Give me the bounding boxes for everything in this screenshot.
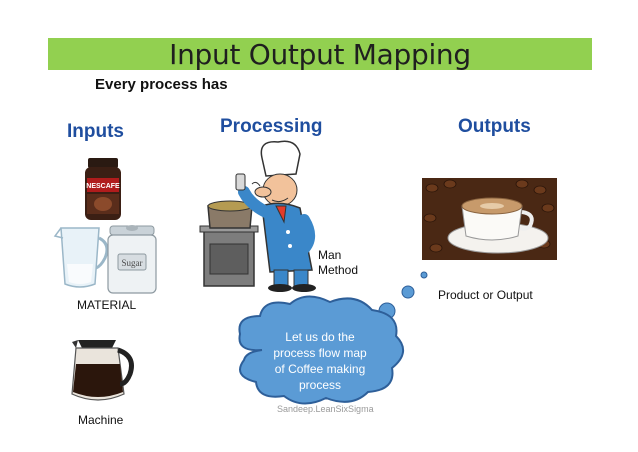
bubble-line-3: of Coffee making [275,362,366,376]
thought-dot-medium [402,286,414,298]
bubble-line-1: Let us do the [285,330,355,344]
thought-dot-small [421,272,427,278]
credit-text: Sandeep.LeanSixSigma [277,404,374,414]
bubble-line-2: process flow map [273,346,367,360]
bubble-line-4: process [299,378,341,392]
